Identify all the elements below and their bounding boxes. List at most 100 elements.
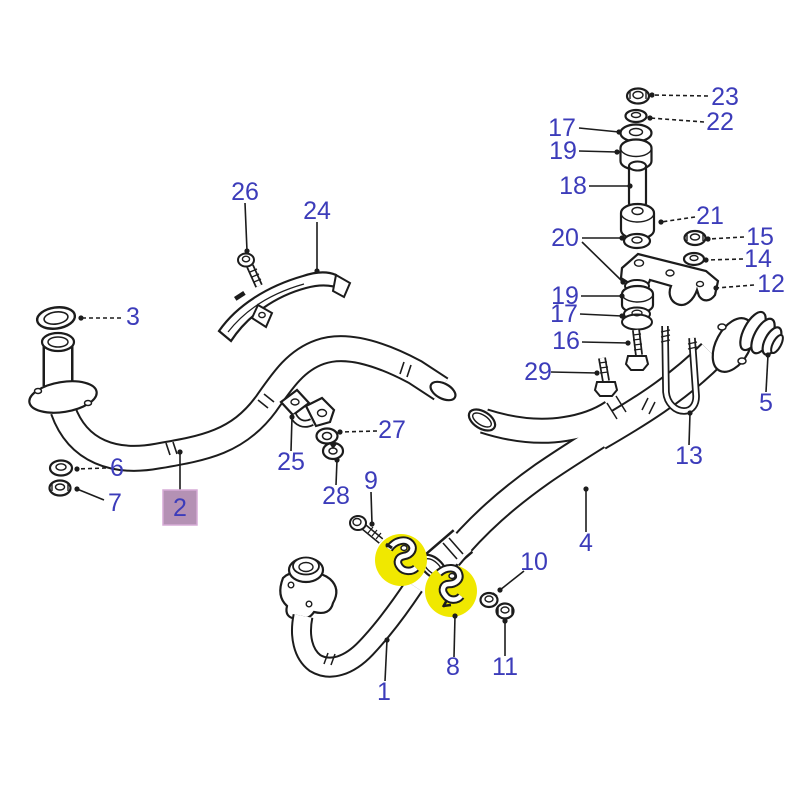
callout-number[interactable]: 3 [126, 303, 140, 331]
callout-20[interactable]: 20 [551, 224, 579, 252]
nut-15 [683, 229, 707, 247]
callout-number[interactable]: 15 [746, 223, 774, 251]
leader-dot-28 [334, 457, 340, 463]
callout-2-selected[interactable]: 2 [162, 489, 198, 526]
clamp-highlight-right [425, 565, 477, 617]
callout-number[interactable]: 17 [550, 300, 578, 328]
leader-line-29 [550, 371, 598, 374]
callout-number[interactable]: 20 [551, 224, 579, 252]
bolt-29 [593, 357, 619, 397]
callout-number[interactable]: 22 [706, 108, 734, 136]
leader-dot-24 [314, 268, 320, 274]
bolt-16 [624, 329, 650, 371]
leader-line-27 [339, 430, 378, 433]
leader-line-10 [499, 570, 525, 591]
leader-dot-9 [369, 521, 375, 527]
leader-dot-15 [705, 236, 711, 242]
leader-dot-20 [619, 235, 625, 241]
leader-dot-22 [647, 115, 653, 121]
hanger-spacer-18 [627, 160, 648, 209]
pipe-clamp-right [436, 564, 465, 608]
callout-1[interactable]: 1 [377, 678, 391, 706]
leader-dot-16 [625, 340, 631, 346]
leader-dot-17 [619, 313, 625, 319]
callout-9[interactable]: 9 [364, 467, 378, 495]
leader-dot-23 [649, 92, 655, 98]
leader-line-8 [453, 615, 456, 658]
leader-dot-8 [452, 613, 458, 619]
callout-number[interactable]: 9 [364, 467, 378, 495]
callout-number[interactable]: 27 [378, 416, 406, 444]
callout-number[interactable]: 13 [675, 442, 703, 470]
callout-number[interactable]: 26 [231, 178, 259, 206]
callout-3[interactable]: 3 [126, 303, 140, 331]
callout-number[interactable]: 14 [744, 245, 772, 273]
callout-number[interactable]: 4 [579, 529, 593, 557]
leader-dot-12 [713, 285, 719, 291]
hanger-washer-20-upper [622, 232, 652, 250]
nut-28 [321, 441, 345, 461]
callout-23[interactable]: 23 [711, 83, 739, 111]
callout-22[interactable]: 22 [706, 108, 734, 136]
callout-11[interactable]: 11 [492, 653, 518, 681]
callout-28[interactable]: 28 [322, 482, 350, 510]
washer-27 [315, 427, 339, 445]
callout-19[interactable]: 19 [549, 137, 577, 165]
hanger-washer-22 [624, 108, 648, 124]
callout-number[interactable]: 7 [108, 489, 122, 517]
callout-number[interactable]: 23 [711, 83, 739, 111]
callout-24[interactable]: 24 [303, 197, 331, 225]
callout-4[interactable]: 4 [579, 529, 593, 557]
callout-17[interactable]: 17 [548, 114, 576, 142]
callout-8[interactable]: 8 [446, 653, 460, 681]
callout-number[interactable]: 6 [110, 454, 124, 482]
callout-25[interactable]: 25 [277, 448, 305, 476]
callout-number[interactable]: 19 [551, 282, 579, 310]
leader-line-16 [581, 341, 629, 344]
callout-5[interactable]: 5 [759, 389, 773, 417]
callout-26[interactable]: 26 [231, 178, 259, 206]
callout-6[interactable]: 6 [110, 454, 124, 482]
callout-number[interactable]: 18 [559, 172, 587, 200]
callout-29[interactable]: 29 [524, 358, 552, 386]
callout-7[interactable]: 7 [108, 489, 122, 517]
leader-line-19 [578, 150, 618, 153]
callout-number[interactable]: 8 [446, 653, 460, 681]
callout-13[interactable]: 13 [675, 442, 703, 470]
callout-number[interactable]: 25 [277, 448, 305, 476]
heat-shield [217, 271, 352, 343]
callout-number[interactable]: 24 [303, 197, 331, 225]
leader-dot-6 [74, 466, 80, 472]
callout-number[interactable]: 19 [549, 137, 577, 165]
callout-number[interactable]: 11 [492, 653, 518, 681]
callout-21[interactable]: 21 [696, 202, 724, 230]
leader-line-17 [579, 313, 623, 317]
callout-18[interactable]: 18 [559, 172, 587, 200]
callout-number[interactable]: 16 [552, 327, 580, 355]
callout-number[interactable]: 28 [322, 482, 350, 510]
callout-number[interactable]: 21 [696, 202, 724, 230]
leader-dot-5 [765, 352, 771, 358]
leader-line-20 [581, 241, 624, 283]
callout-12[interactable]: 12 [757, 270, 785, 298]
callout-number[interactable]: 1 [377, 678, 391, 706]
leader-line-15 [707, 236, 745, 240]
callout-17[interactable]: 17 [550, 300, 578, 328]
callout-15[interactable]: 15 [746, 223, 774, 251]
callout-number[interactable]: 17 [548, 114, 576, 142]
callout-number[interactable]: 29 [524, 358, 552, 386]
leader-dot-19 [614, 149, 620, 155]
callout-number[interactable]: 2 [173, 494, 187, 522]
callout-number[interactable]: 10 [520, 548, 548, 576]
callout-19[interactable]: 19 [551, 282, 579, 310]
callout-number[interactable]: 5 [759, 389, 773, 417]
callout-14[interactable]: 14 [744, 245, 772, 273]
callout-16[interactable]: 16 [552, 327, 580, 355]
callout-number[interactable]: 12 [757, 270, 785, 298]
leader-line-12 [715, 284, 755, 289]
leader-dot-3 [78, 315, 84, 321]
callout-27[interactable]: 27 [378, 416, 406, 444]
leader-dot-25 [289, 414, 295, 420]
callout-10[interactable]: 10 [520, 548, 548, 576]
